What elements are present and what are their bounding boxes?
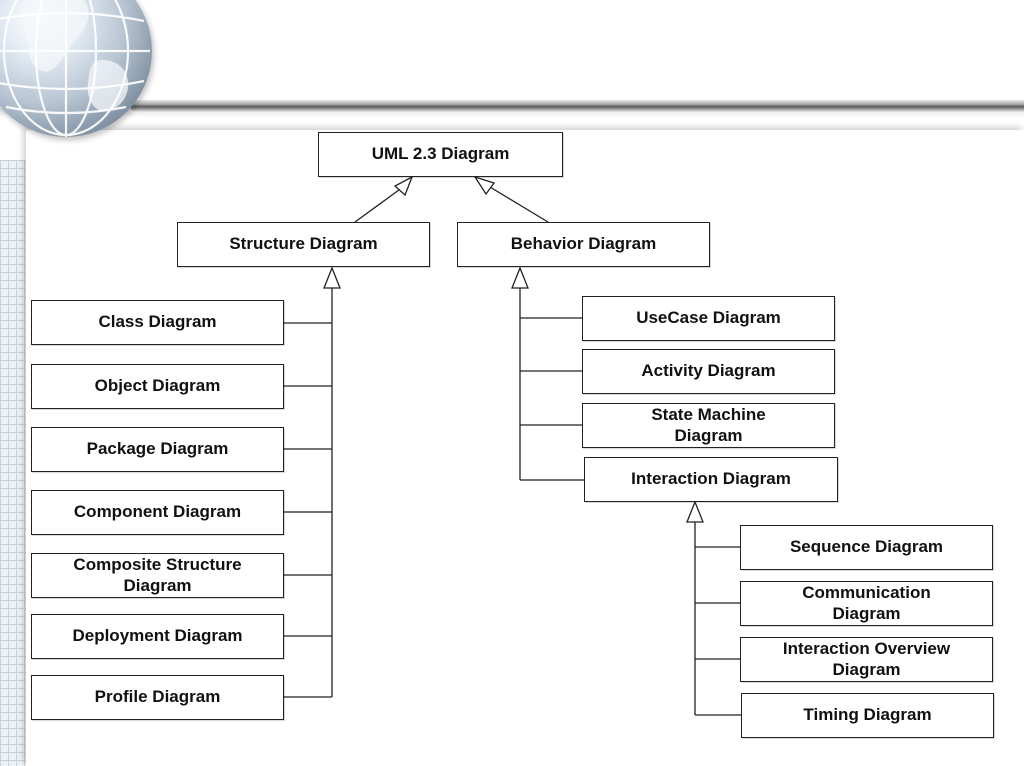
node-interaction-diagram: Interaction Diagram	[584, 457, 838, 502]
generalization-line	[354, 186, 404, 223]
node-class-diagram: Class Diagram	[31, 300, 284, 345]
generalization-arrowhead	[686, 500, 704, 523]
node-object-diagram: Object Diagram	[31, 364, 284, 409]
node-structure-diagram: Structure Diagram	[177, 222, 430, 267]
node-profile-diagram: Profile Diagram	[31, 675, 284, 720]
node-communication-diagram: Communication Diagram	[740, 581, 993, 626]
generalization-line	[489, 186, 549, 223]
node-deployment-diagram: Deployment Diagram	[31, 614, 284, 659]
decorative-grid-pattern	[0, 160, 28, 766]
node-package-diagram: Package Diagram	[31, 427, 284, 472]
generalization-arrowhead	[393, 175, 414, 197]
header-bar	[130, 100, 1024, 112]
node-component-diagram: Component Diagram	[31, 490, 284, 535]
globe-icon	[0, 0, 152, 137]
node-composite-structure-diagram: Composite Structure Diagram	[31, 553, 284, 598]
node-activity-diagram: Activity Diagram	[582, 349, 835, 394]
node-timing-diagram: Timing Diagram	[741, 693, 994, 738]
node-behavior-diagram: Behavior Diagram	[457, 222, 710, 267]
generalization-arrowhead	[511, 266, 529, 289]
generalization-arrowhead	[473, 175, 496, 196]
generalization-arrowhead	[323, 266, 341, 289]
node-uml-root: UML 2.3 Diagram	[318, 132, 563, 177]
header-shadow	[0, 108, 1024, 118]
node-interaction-overview-diagram: Interaction Overview Diagram	[740, 637, 993, 682]
node-usecase-diagram: UseCase Diagram	[582, 296, 835, 341]
node-state-machine-diagram: State Machine Diagram	[582, 403, 835, 448]
node-sequence-diagram: Sequence Diagram	[740, 525, 993, 570]
